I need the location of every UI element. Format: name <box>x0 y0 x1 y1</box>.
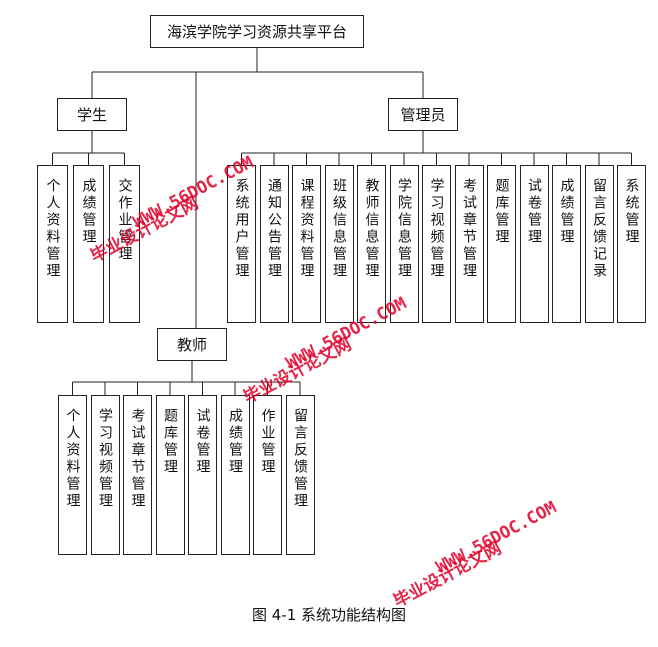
root-label: 海滨学院学习资源共享平台 <box>166 23 347 41</box>
teacher-node: 教师 <box>157 328 227 361</box>
admin-module-box: 课程资料管理 <box>292 165 321 323</box>
student-node: 学生 <box>57 98 127 131</box>
admin-module-box: 留言反馈记录 <box>584 165 614 323</box>
admin-module-label: 学院信息管理 <box>396 178 412 280</box>
teacher-label: 教师 <box>176 336 207 354</box>
teacher-module-label: 留言反馈管理 <box>292 408 308 510</box>
admin-module-label: 学习视频管理 <box>428 178 445 280</box>
teacher-module-label: 考试章节管理 <box>129 408 146 510</box>
teacher-module-box: 学习视频管理 <box>90 395 120 555</box>
student-module-label: 个人资料管理 <box>44 178 61 280</box>
teacher-module-box: 留言反馈管理 <box>285 395 315 555</box>
admin-node: 管理员 <box>388 98 458 131</box>
teacher-module-label: 学习视频管理 <box>97 408 113 510</box>
admin-module-label: 考试章节管理 <box>461 178 477 280</box>
admin-module-box: 成绩管理 <box>552 165 581 323</box>
teacher-module-box: 题库管理 <box>155 395 185 555</box>
admin-module-box: 系统用户管理 <box>227 165 256 323</box>
admin-label: 管理员 <box>400 106 446 124</box>
admin-module-label: 系统用户管理 <box>233 178 250 280</box>
student-module-label: 交作业管理 <box>116 178 133 263</box>
student-label: 学生 <box>76 106 107 124</box>
teacher-module-box: 作业管理 <box>253 395 282 555</box>
admin-module-box: 通知公告管理 <box>259 165 289 323</box>
root-node: 海滨学院学习资源共享平台 <box>150 15 364 48</box>
admin-module-label: 课程资料管理 <box>298 178 315 280</box>
teacher-module-label: 成绩管理 <box>227 408 243 476</box>
admin-module-label: 留言反馈记录 <box>591 178 607 280</box>
admin-module-box: 考试章节管理 <box>454 165 484 323</box>
admin-module-box: 学习视频管理 <box>422 165 451 323</box>
admin-module-label: 系统管理 <box>623 178 640 246</box>
admin-module-label: 成绩管理 <box>558 178 575 246</box>
admin-module-label: 通知公告管理 <box>266 178 282 280</box>
student-module-label: 成绩管理 <box>80 178 97 246</box>
admin-module-box: 教师信息管理 <box>357 165 386 323</box>
admin-module-box: 学院信息管理 <box>389 165 419 323</box>
teacher-module-box: 考试章节管理 <box>123 395 152 555</box>
teacher-module-label: 试卷管理 <box>194 408 211 476</box>
admin-module-box: 班级信息管理 <box>324 165 354 323</box>
student-module-box: 成绩管理 <box>73 165 104 323</box>
teacher-module-label: 作业管理 <box>259 408 276 476</box>
admin-module-label: 教师信息管理 <box>363 178 380 280</box>
admin-module-box: 题库管理 <box>487 165 516 323</box>
teacher-module-box: 成绩管理 <box>220 395 250 555</box>
teacher-module-label: 个人资料管理 <box>64 408 81 510</box>
teacher-module-box: 个人资料管理 <box>58 395 87 555</box>
student-module-box: 个人资料管理 <box>37 165 68 323</box>
admin-module-box: 系统管理 <box>617 165 646 323</box>
teacher-module-label: 题库管理 <box>162 408 178 476</box>
admin-module-label: 题库管理 <box>493 178 510 246</box>
admin-module-label: 班级信息管理 <box>331 178 347 280</box>
admin-module-label: 试卷管理 <box>526 178 542 246</box>
student-module-box: 交作业管理 <box>109 165 140 323</box>
teacher-module-box: 试卷管理 <box>188 395 217 555</box>
figure-caption: 图 4-1 系统功能结构图 <box>251 606 407 624</box>
admin-module-box: 试卷管理 <box>519 165 549 323</box>
